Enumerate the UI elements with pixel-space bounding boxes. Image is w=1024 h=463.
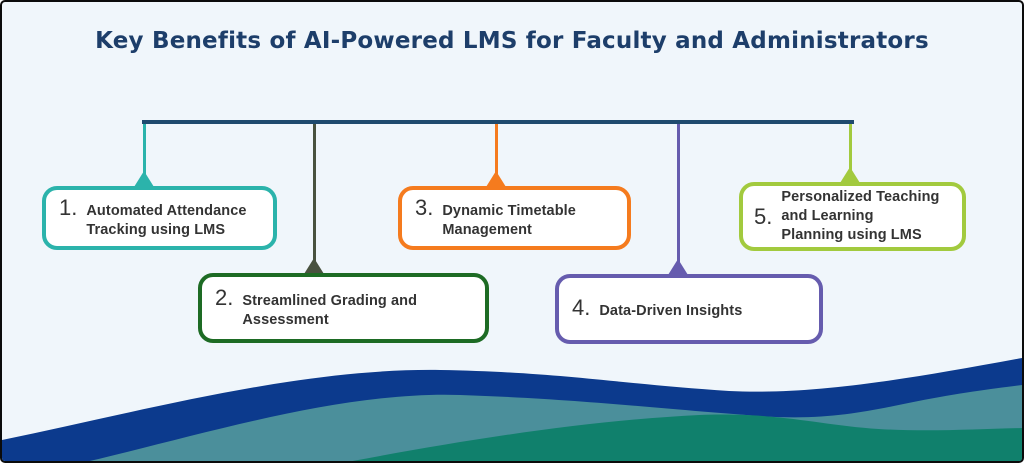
connector-line-4 <box>676 121 680 275</box>
benefit-box-4: 4. Data-Driven Insights <box>555 274 823 344</box>
benefit-box-2: 2. Streamlined Grading and Assessment <box>198 273 489 343</box>
connector-line-1 <box>142 121 146 187</box>
benefit-number: 4. <box>572 295 591 321</box>
benefit-number: 5. <box>754 203 773 229</box>
bottom-waves <box>2 358 1022 461</box>
benefit-label: Automated Attendance Tracking using LMS <box>86 202 247 238</box>
benefit-number: 1. <box>59 194 78 220</box>
connector-line-2 <box>312 121 316 274</box>
benefit-box-3: 3. Dynamic Timetable Management <box>398 186 631 250</box>
arrowhead-icon-1 <box>134 171 154 187</box>
benefit-label: Streamlined Grading and Assessment <box>242 292 418 328</box>
benefit-label: Personalized Teaching and Learning Plann… <box>781 189 940 243</box>
wave-green <box>352 414 1022 461</box>
benefit-label: Dynamic Timetable Management <box>442 202 576 238</box>
arrowhead-icon-4 <box>668 259 688 275</box>
benefit-number: 2. <box>215 284 234 310</box>
arrowhead-icon-2 <box>304 258 324 274</box>
arrowhead-icon-3 <box>486 171 506 187</box>
arrowhead-icon-5 <box>840 167 860 183</box>
benefit-label: Data-Driven Insights <box>599 303 743 320</box>
connector-line-5 <box>848 121 852 183</box>
page-title: Key Benefits of AI-Powered LMS for Facul… <box>95 28 929 54</box>
benefit-box-1: 1. Automated Attendance Tracking using L… <box>42 186 277 250</box>
connector-line-3 <box>494 121 498 187</box>
tree-horizontal-line <box>142 120 854 124</box>
benefit-box-5: 5. Personalized Teaching and Learning Pl… <box>739 182 966 251</box>
benefit-number: 3. <box>415 194 434 220</box>
